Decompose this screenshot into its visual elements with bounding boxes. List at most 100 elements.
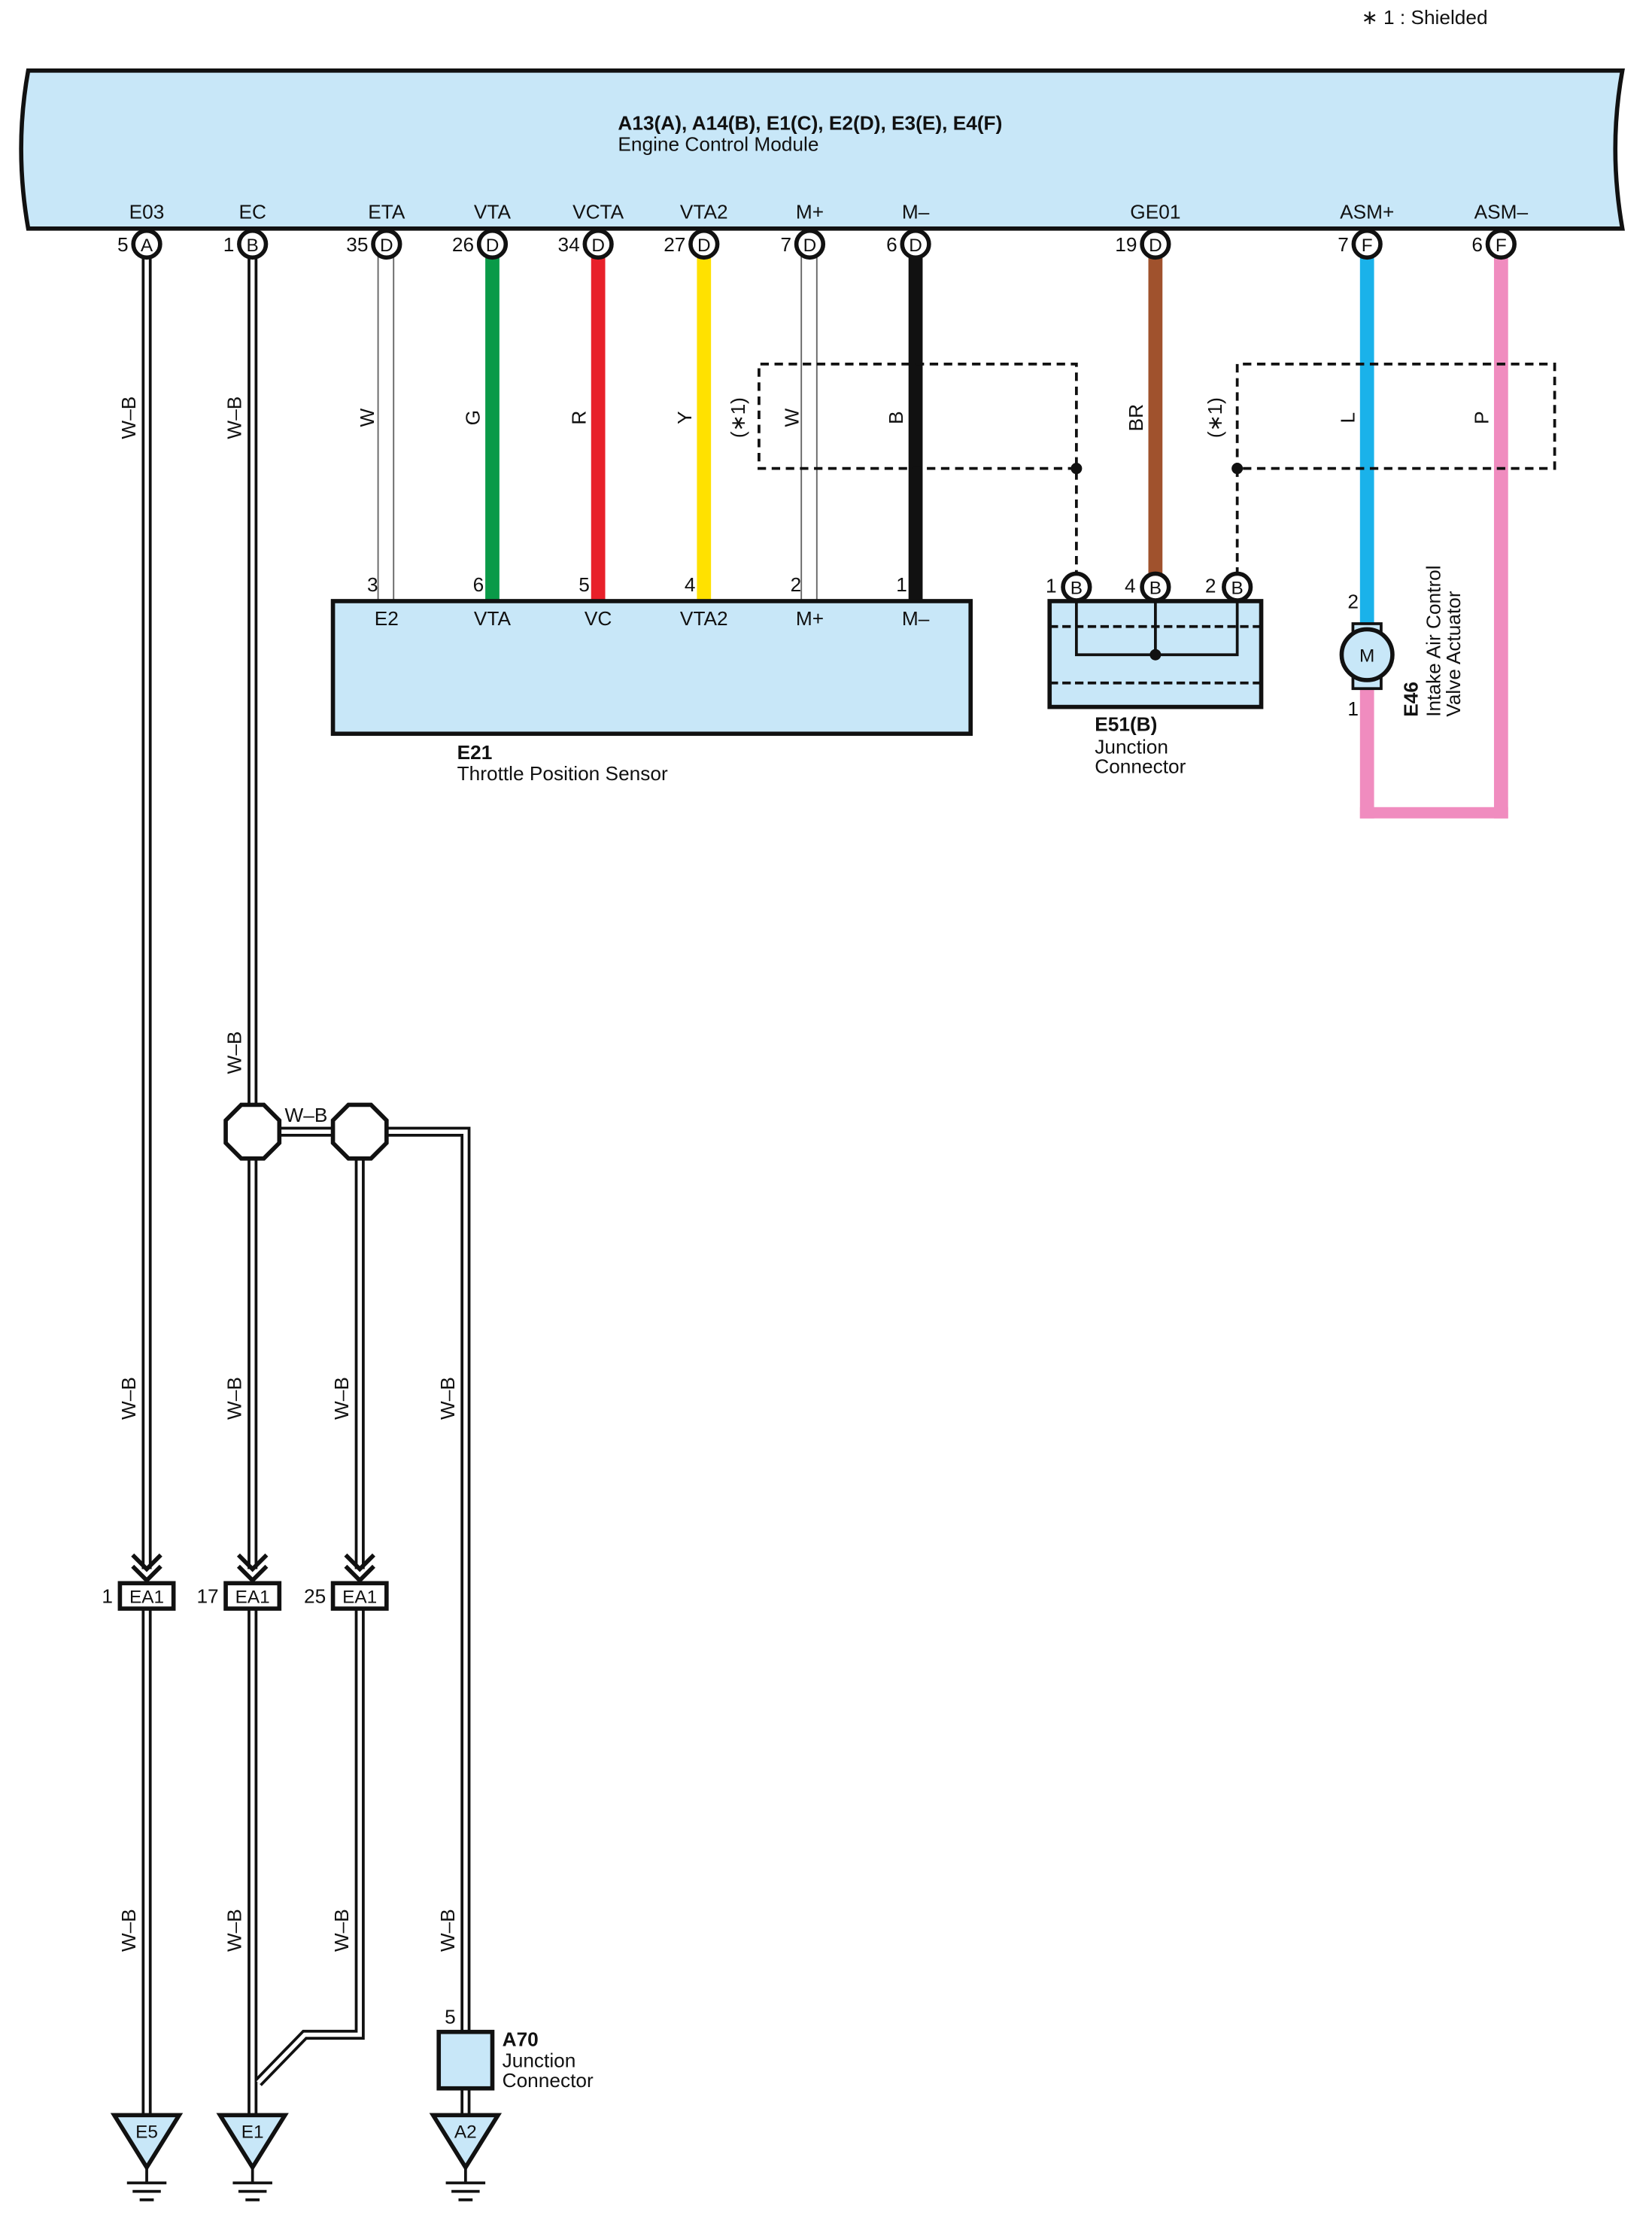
wb-label: W–B xyxy=(223,396,246,439)
ea1-num-1: 1 xyxy=(102,1585,113,1608)
shield-actuator xyxy=(1235,362,1556,576)
ecm-pin-vta: D xyxy=(479,231,506,258)
tps-pin-mminus-label: M– xyxy=(902,607,930,630)
ecm-pin-num-eta: 35 xyxy=(346,233,368,256)
wire-asmplus-lower xyxy=(1359,688,1374,819)
ground-wires xyxy=(141,257,471,2142)
ecm-pin-eta-conn: D xyxy=(380,235,393,256)
actuator-motor-label: M xyxy=(1359,646,1374,667)
wb-labels: W–B W–B W–B W–B W–B W–B W–B W–B W–B W–B … xyxy=(117,396,459,1952)
tps-pin-mplus-label: M+ xyxy=(796,607,824,630)
ecm-pin-mminus-conn: D xyxy=(909,235,922,256)
ecm-pin-eta: D xyxy=(373,231,400,258)
e51-name-line2: Connector xyxy=(1095,755,1186,778)
ecm-pin-ec: B xyxy=(239,231,266,258)
wire-vcta xyxy=(591,257,606,601)
ecm-pin-ge01-conn: D xyxy=(1149,235,1162,256)
ecm-pin-num-vta: 26 xyxy=(452,233,474,256)
ecm-pin-ge01: D xyxy=(1142,231,1169,258)
ecm-pin-asmminus-label: ASM– xyxy=(1474,201,1529,223)
wb-label: W–B xyxy=(330,1377,353,1420)
ea1-label-1: EA1 xyxy=(129,1588,164,1608)
ground-symbols: E5 E1 A2 xyxy=(110,2113,503,2201)
ecm-pin-ec-conn: B xyxy=(247,235,259,256)
ecm-block: A13(A), A14(B), E1(C), E2(D), E3(E), E4(… xyxy=(19,68,1625,231)
ecm-pin-asmplus-conn: F xyxy=(1362,235,1373,256)
ea1-connector-17: EA1 17 xyxy=(196,1553,282,1611)
wb-label: W–B xyxy=(223,1909,246,1952)
ecm-pin-vta2-conn: D xyxy=(697,235,711,256)
tps-pin-num-3: 5 xyxy=(579,573,590,596)
ecm-pin-num-vta2: 27 xyxy=(664,233,685,256)
wire-vta2 xyxy=(697,257,712,601)
ecm-pin-vta2: D xyxy=(691,231,718,258)
ground-a2-label: A2 xyxy=(454,2122,477,2142)
ea1-connector-1: EA1 1 xyxy=(102,1553,176,1611)
splice-2 xyxy=(330,1102,389,1161)
motor-icon xyxy=(1339,627,1395,682)
ea1-label-17: EA1 xyxy=(235,1588,270,1608)
ecm-pin-labels: E03 EC ETA VTA VCTA VTA2 M+ M– GE01 ASM+… xyxy=(129,201,1529,223)
ecm-pin-ge01-label: GE01 xyxy=(1130,201,1180,223)
tps-pin-num-5: 2 xyxy=(791,573,802,596)
shield-node-2 xyxy=(1231,463,1244,475)
wire-actuator-loop xyxy=(1359,807,1508,819)
wire-label-mminus: B xyxy=(885,411,907,424)
wire-mplus xyxy=(800,256,818,602)
wire-label-ge01: BR xyxy=(1125,404,1147,431)
throttle-position-sensor: E2 VTA VC VTA2 M+ M– 3 6 5 4 2 1 E21 Thr… xyxy=(330,573,973,785)
ea1-num-17: 17 xyxy=(196,1585,218,1608)
ecm-pin-e03: A xyxy=(133,231,160,258)
tps-pin-vta2-label: VTA2 xyxy=(680,607,728,630)
ground-e5-label: E5 xyxy=(135,2122,158,2142)
ecm-pins: A B D D D D D D D F F xyxy=(133,231,1514,258)
wb-label: W–B xyxy=(285,1104,328,1126)
ecm-pin-num-ec: 1 xyxy=(223,233,235,256)
wire-vta xyxy=(485,257,500,601)
actuator-name-line1: Intake Air Control xyxy=(1423,565,1445,716)
ecm-pin-num-asmminus: 6 xyxy=(1471,233,1483,256)
e51-pin-num-2: 2 xyxy=(1205,575,1216,597)
tps-pin-e2-label: E2 xyxy=(375,607,399,630)
wire-eta xyxy=(377,256,395,602)
wire-label-mplus: W xyxy=(780,409,803,427)
wire-asmplus xyxy=(1359,257,1374,635)
a70-code: A70 xyxy=(503,2028,539,2050)
wire-label-asmminus: P xyxy=(1470,411,1493,424)
ecm-pin-asmminus: F xyxy=(1488,231,1515,258)
tps-pin-num-4: 4 xyxy=(685,573,696,596)
ecm-pin-asmplus-label: ASM+ xyxy=(1340,201,1394,223)
actuator-name-line2: Valve Actuator xyxy=(1442,591,1465,717)
wb-label: W–B xyxy=(330,1909,353,1952)
tps-pin-vta-label: VTA xyxy=(474,607,512,630)
wire-label-asmplus: L xyxy=(1336,412,1359,424)
wire-label-vta2: Y xyxy=(673,411,696,424)
a70-name-line2: Connector xyxy=(503,2069,594,2092)
e51-pin-4-conn: B xyxy=(1149,579,1162,599)
actuator-pin-top: 2 xyxy=(1347,590,1359,612)
ea1-num-25: 25 xyxy=(304,1585,326,1608)
ecm-pin-num-vcta: 34 xyxy=(558,233,580,256)
ecm-pin-vta-conn: D xyxy=(486,235,500,256)
e51-pin-2: B xyxy=(1224,573,1251,600)
wb-label: W–B xyxy=(223,1032,246,1074)
ecm-pin-num-mplus: 7 xyxy=(780,233,791,256)
e51-pin-num-4: 4 xyxy=(1125,575,1136,597)
tps-code: E21 xyxy=(457,741,493,764)
e51-pin-1: B xyxy=(1063,573,1090,600)
tps-pin-num-2: 6 xyxy=(473,573,484,596)
ecm-pin-num-ge01: 19 xyxy=(1115,233,1137,256)
junction-connector-e51: E51(B) Junction Connector 1 4 2 xyxy=(1046,575,1264,778)
wb-label: W–B xyxy=(436,1909,459,1952)
ecm-pin-num-asmplus: 7 xyxy=(1338,233,1349,256)
ecm-pin-vcta-conn: D xyxy=(591,235,605,256)
intake-air-control-valve-actuator: M 2 1 E46 Intake Air Control Valve Actua… xyxy=(1339,565,1465,720)
tps-name: Throttle Position Sensor xyxy=(457,762,668,785)
junction-connector-a70: 5 A70 Junction Connector xyxy=(436,2005,594,2092)
ground-e1: E1 xyxy=(216,2113,289,2201)
ecm-pin-vta-label: VTA xyxy=(474,201,512,223)
ecm-pin-e03-label: E03 xyxy=(129,201,165,223)
ecm-pin-mplus-label: M+ xyxy=(796,201,824,223)
ecm-pin-vcta-label: VCTA xyxy=(572,201,624,223)
ecm-pin-asmplus: F xyxy=(1353,231,1380,258)
